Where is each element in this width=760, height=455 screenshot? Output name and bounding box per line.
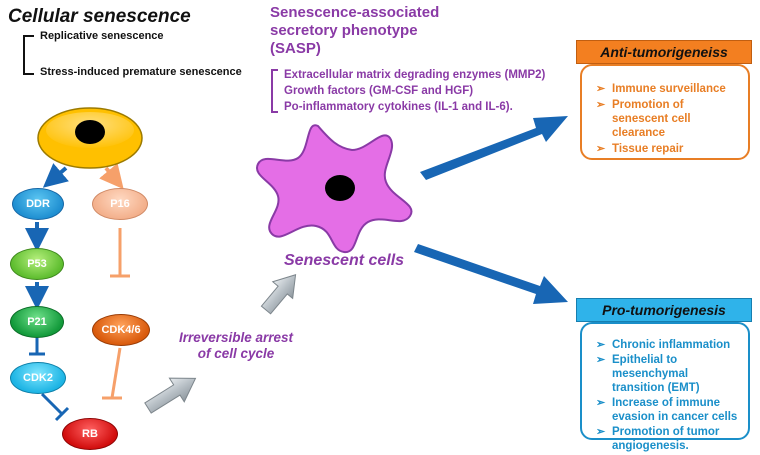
cdk46-node: CDK4/6: [92, 314, 150, 346]
ddr-node: DDR: [12, 188, 64, 220]
arrow-arrest-to-senescent: [260, 274, 297, 315]
arrow-cell-to-ddr: [42, 163, 69, 188]
senescent-cell: [256, 124, 413, 254]
sasp-title: Senescence-associated secretory phenotyp…: [270, 4, 440, 57]
inhibit-cdk46-rb: [102, 347, 122, 400]
sasp-bracket: [271, 69, 278, 113]
irreversible-arrest-label: Irreversible arrest of cell cycle: [178, 330, 294, 361]
inhibit-cdk2-rb: [40, 392, 70, 422]
p21-node: P21: [10, 306, 64, 338]
arrow-cell-to-p16: [99, 163, 124, 190]
pro-tumorigenesis-header: Pro-tumorigenesis: [576, 298, 752, 322]
arrow-rb-to-arrest: [144, 377, 197, 414]
normal-cell: [37, 107, 143, 169]
p16-node: P16: [92, 188, 148, 220]
pro-item-emt: Epithelial to mesenchymal transition (EM…: [596, 353, 740, 395]
anti-tumorigenesis-box: Immune surveillance Promotion of senesce…: [580, 64, 750, 160]
pro-tumorigenesis-list: Chronic inflammation Epithelial to mesen…: [596, 338, 740, 453]
sasp-item-enzymes: Extracellular matrix degrading enzymes (…: [284, 69, 546, 81]
p53-node: P53: [10, 248, 64, 280]
diagram-title: Cellular senescence: [8, 6, 191, 27]
anti-item-senescent-clearance: Promotion of senescent cell clearance: [596, 98, 740, 140]
anti-tumorigenesis-list: Immune surveillance Promotion of senesce…: [596, 82, 740, 156]
rb-node: RB: [62, 418, 118, 450]
inhibit-p16-cdk46: [110, 228, 130, 278]
pro-item-angiogenesis: Promotion of tumor angiogenesis.: [596, 425, 740, 453]
pro-item-chronic-inflammation: Chronic inflammation: [596, 338, 740, 352]
cdk2-node: CDK2: [10, 362, 66, 394]
senescence-type-bracket: [23, 35, 34, 75]
anti-item-immune-surveillance: Immune surveillance: [596, 82, 740, 96]
sasp-item-cytokines: Po-inflammatory cytokines (IL-1 and IL-6…: [284, 101, 513, 113]
senescent-cells-label: Senescent cells: [284, 252, 405, 269]
stress-induced-senescence-label: Stress-induced premature senescence: [40, 66, 242, 78]
sasp-item-growth-factors: Growth factors (GM-CSF and HGF): [284, 85, 474, 97]
replicative-senescence-label: Replicative senescence: [40, 30, 164, 42]
arrow-senescent-to-anti: [420, 116, 568, 180]
inhibit-p21-cdk2: [29, 338, 45, 356]
anti-tumorigenesis-header: Anti-tumorigeneiss: [576, 40, 752, 64]
pro-tumorigenesis-box: Chronic inflammation Epithelial to mesen…: [580, 322, 750, 452]
arrow-senescent-to-pro: [414, 244, 568, 304]
pro-item-immune-evasion: Increase of immune evasion in cancer cel…: [596, 396, 740, 424]
anti-item-tissue-repair: Tissue repair: [596, 142, 740, 156]
